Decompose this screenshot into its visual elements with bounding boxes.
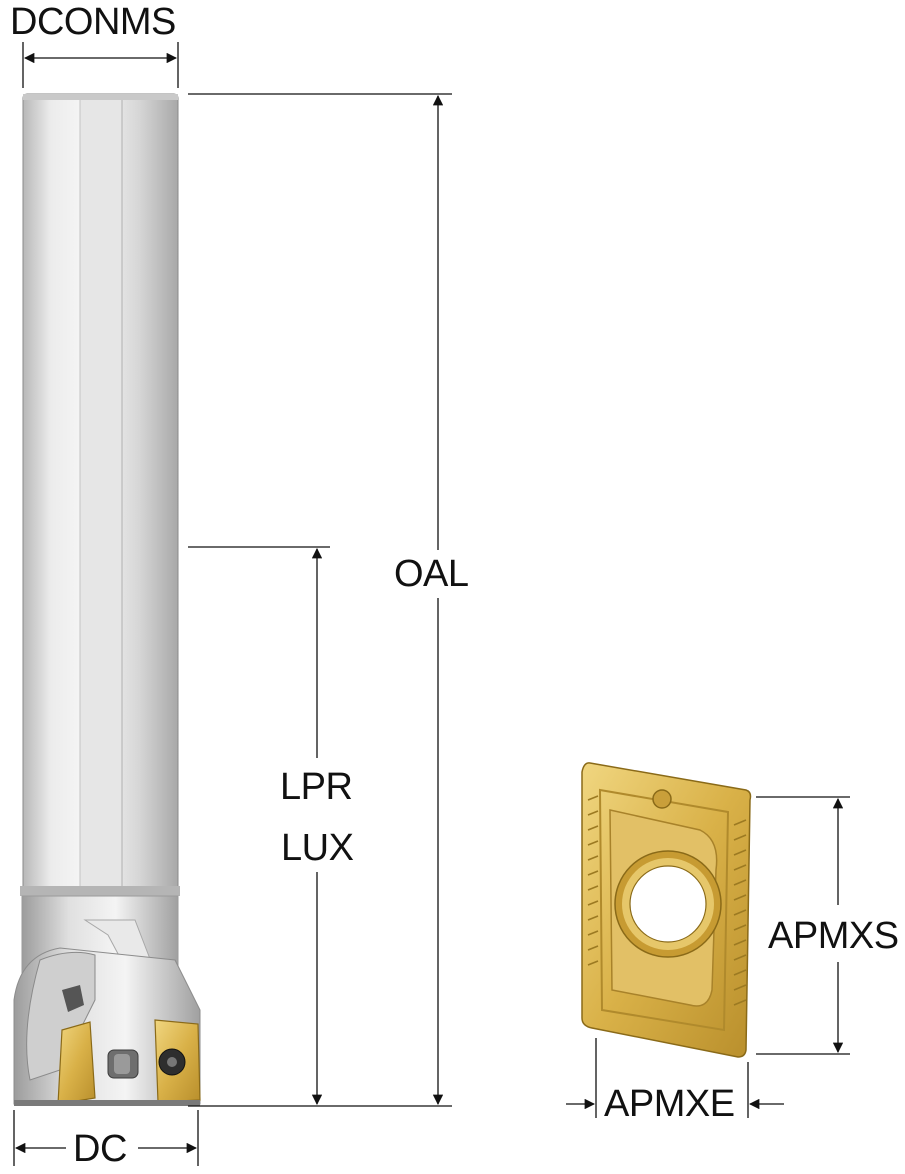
end-mill-tool [13,93,201,1106]
shank-flat [79,97,123,891]
dconms-label: DCONMS [10,1,176,43]
insert-facet [598,788,730,1032]
indexable-insert [581,762,752,1058]
insert-marker-hole [652,789,672,809]
dimension-lines [13,42,850,1166]
pocket-insert [62,985,84,1012]
apmxs-label: APMXS [768,915,899,957]
insert-center-hole [629,865,707,943]
oal-label: OAL [394,553,469,595]
insert-serrations-left [587,795,599,966]
shank-neck-ring [20,886,180,896]
tool-insert-left [57,1021,96,1105]
insert-serrations-right [733,819,747,1006]
dc-label: DC [73,1128,127,1170]
lpr-label: LPR [280,766,353,808]
lux-label: LUX [281,827,354,869]
apmxe-label: APMXE [604,1083,735,1125]
